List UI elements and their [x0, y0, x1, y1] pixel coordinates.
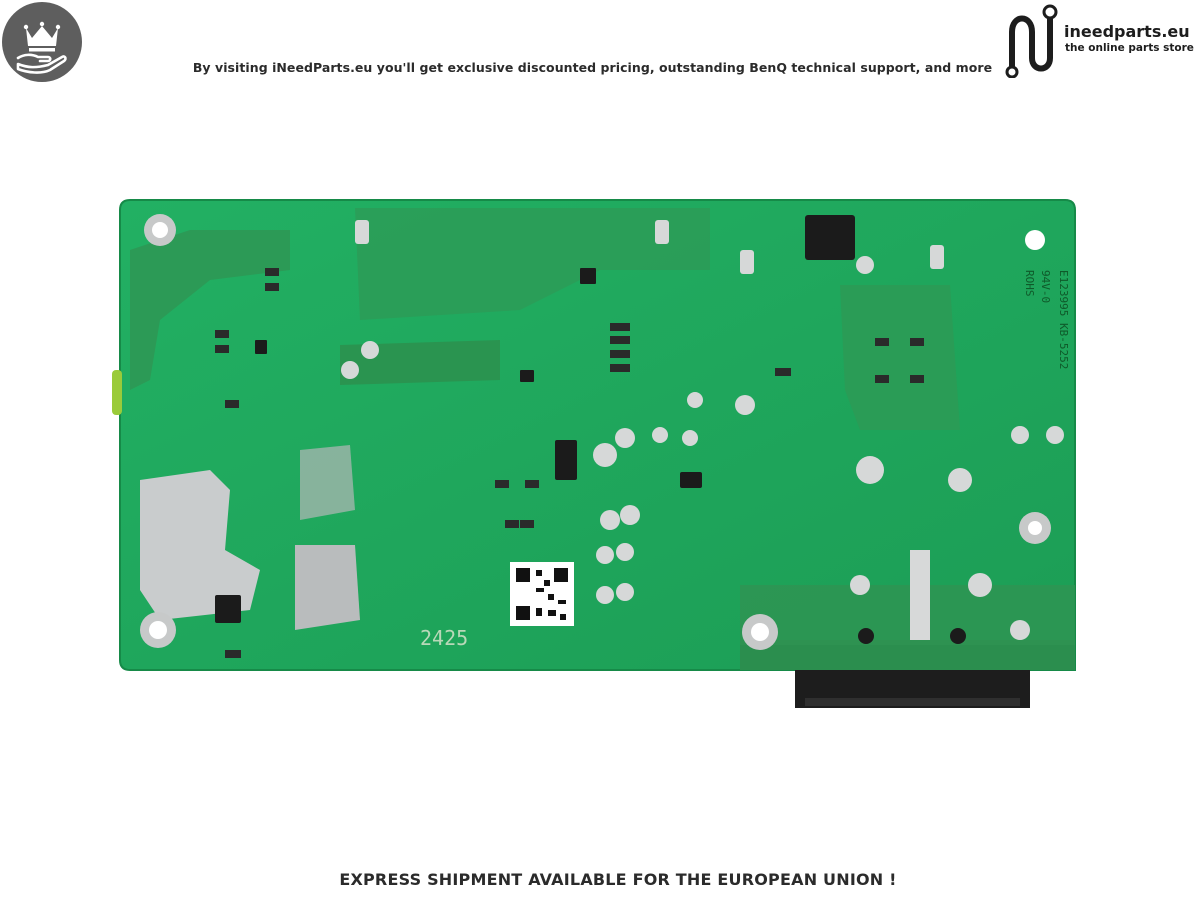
- crown-on-hand-icon: [16, 21, 67, 74]
- shipping-banner: EXPRESS SHIPMENT AVAILABLE FOR THE EUROP…: [339, 870, 897, 889]
- rohs-marking: ROHS: [1023, 270, 1036, 297]
- brand-mark-icon: [1005, 4, 1058, 78]
- promo-text: By visiting iNeedParts.eu you'll get exc…: [192, 60, 993, 75]
- ul-marking: E123995 KB-5252: [1057, 270, 1070, 369]
- product-image[interactable]: 2425 E123995 KB-5252 94V-0 ROHS: [100, 190, 1100, 720]
- pcb-board-illustration: 2425 E123995 KB-5252 94V-0 ROHS: [112, 199, 1076, 708]
- brand-tagline: the online parts store: [1065, 42, 1194, 54]
- brand-logo[interactable]: ineedparts.eu the online parts store: [1002, 2, 1198, 78]
- brand-name: ineedparts.eu: [1064, 22, 1190, 41]
- rating-marking: 94V-0: [1039, 270, 1052, 303]
- crown-badge: [2, 2, 82, 82]
- board-number: 2425: [420, 626, 468, 650]
